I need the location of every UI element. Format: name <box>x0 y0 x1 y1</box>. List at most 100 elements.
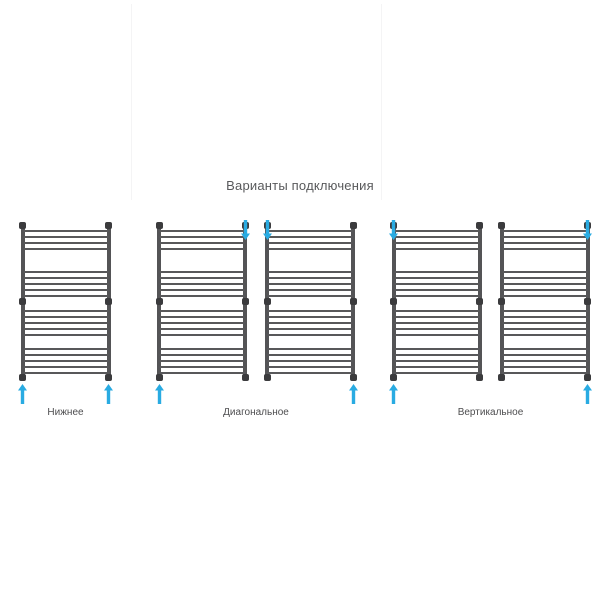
radiator-rung <box>393 322 480 324</box>
radiator-unit <box>18 222 113 404</box>
radiator-rung <box>159 277 245 279</box>
radiator-rung <box>267 372 353 374</box>
radiator-rung <box>267 348 353 350</box>
radiator-row <box>131 206 381 404</box>
radiator-joint-br <box>349 374 357 381</box>
panel-caption-diagonalnoe: Диагональное <box>223 407 289 418</box>
radiator-rung <box>159 271 245 273</box>
radiator-rung <box>501 271 588 273</box>
radiator-rung <box>22 328 109 330</box>
radiator-rung <box>22 334 109 336</box>
radiator-rung <box>267 354 353 356</box>
radiator-joint-bl <box>19 374 26 381</box>
radiator-rung <box>267 289 353 291</box>
radiator-joint-ml <box>19 298 26 305</box>
radiator-rung <box>393 372 480 374</box>
radiator-rung <box>159 360 245 362</box>
radiator-joint-br <box>476 374 483 381</box>
radiator-rung <box>393 248 480 250</box>
radiator-rung <box>22 372 109 374</box>
radiator-joint-mr <box>476 298 483 305</box>
radiator-unit <box>498 220 592 404</box>
radiator-rung <box>393 236 480 238</box>
radiator-joint-tl <box>155 222 163 229</box>
arrow-down-top-left <box>262 220 272 240</box>
panel-divider-1 <box>131 4 132 200</box>
radiator-rung <box>267 277 353 279</box>
radiator-rung <box>393 354 480 356</box>
radiator-rung <box>267 334 353 336</box>
radiator-rung <box>501 289 588 291</box>
panel-divider-2 <box>381 4 382 200</box>
radiator-rung <box>159 289 245 291</box>
radiator-rung <box>159 348 245 350</box>
radiator-rung <box>159 248 245 250</box>
radiator-joint-mr <box>105 298 112 305</box>
radiator-joint-br <box>105 374 112 381</box>
radiator-rung <box>22 366 109 368</box>
radiator-rung <box>159 236 245 238</box>
radiator-rung <box>22 295 109 297</box>
radiator-rung <box>22 360 109 362</box>
radiator-rung <box>501 372 588 374</box>
radiator-rung <box>159 316 245 318</box>
radiator-rung <box>501 322 588 324</box>
radiator-joint-mr <box>349 298 357 305</box>
arrow-down-top-right <box>583 220 592 240</box>
radiator-unit <box>262 220 358 404</box>
arrow-down-top-right <box>240 220 250 240</box>
radiator-rung <box>501 310 588 312</box>
radiator-rung <box>501 236 588 238</box>
radiator-rung <box>501 295 588 297</box>
radiator-rung <box>22 248 109 250</box>
radiator-rung <box>159 322 245 324</box>
radiator-rung <box>22 230 109 232</box>
arrow-up-bottom-left <box>389 384 398 404</box>
radiator-rung <box>501 328 588 330</box>
radiator-unit <box>389 220 483 404</box>
panels-row: Нижнее Диагональное Вертикальное <box>0 206 600 418</box>
radiator-rung <box>393 283 480 285</box>
radiator-joint-bl <box>263 374 271 381</box>
radiator-rung <box>393 242 480 244</box>
radiator-rung <box>22 316 109 318</box>
radiator-rung <box>267 236 353 238</box>
radiator-rung <box>22 283 109 285</box>
radiator-joint-ml <box>155 298 163 305</box>
panel-caption-nizhnee: Нижнее <box>47 407 84 418</box>
radiator-joint-mr <box>584 298 591 305</box>
radiator-joint-tl <box>19 222 26 229</box>
radiator-rung <box>267 242 353 244</box>
radiator-rung <box>22 242 109 244</box>
radiator-rung <box>159 328 245 330</box>
radiator-rung <box>501 248 588 250</box>
radiator-rung <box>267 360 353 362</box>
panel-caption-vertikalnoe: Вертикальное <box>457 407 524 418</box>
radiator-rung <box>501 277 588 279</box>
radiator-rung <box>501 348 588 350</box>
arrow-up-bottom-right <box>583 384 592 404</box>
radiator-rung <box>501 230 588 232</box>
radiator-joint-bl <box>390 374 397 381</box>
radiator-rung <box>393 366 480 368</box>
radiator-rung <box>393 316 480 318</box>
radiator-joint-bl <box>498 374 505 381</box>
radiator-rung <box>267 322 353 324</box>
radiator-rung <box>159 283 245 285</box>
radiator-row <box>0 206 131 404</box>
radiator-rung <box>501 283 588 285</box>
panel-nizhnee: Нижнее <box>0 206 131 418</box>
radiator-rung <box>22 289 109 291</box>
radiator-rung <box>159 366 245 368</box>
panel-diagonalnoe: Диагональное <box>131 206 381 418</box>
radiator-rung <box>22 348 109 350</box>
radiator-rung <box>393 348 480 350</box>
arrow-up-bottom-right <box>104 384 113 404</box>
radiator-rung <box>501 316 588 318</box>
radiator-rung <box>159 334 245 336</box>
radiator-rung <box>501 354 588 356</box>
radiator-joint-ml <box>498 298 505 305</box>
radiator-joint-tl <box>498 222 505 229</box>
radiator-joint-mr <box>241 298 249 305</box>
